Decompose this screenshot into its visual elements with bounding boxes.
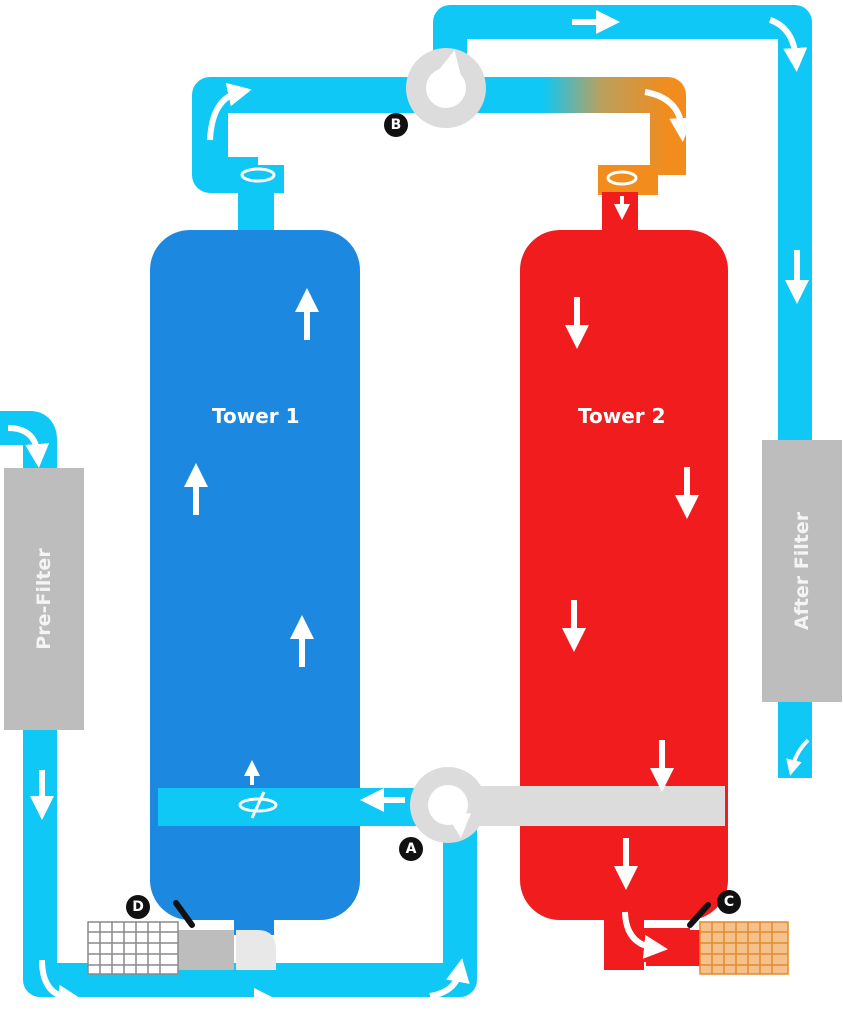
after-filter-label: After Filter (791, 511, 813, 631)
check-valve-icon (238, 797, 278, 813)
marker-b: B (384, 113, 408, 137)
marker-d: D (126, 895, 150, 919)
tower1-top-pipe (192, 77, 440, 230)
after-filter (762, 440, 842, 702)
silencer-d (87, 900, 276, 975)
tower-2-label: Tower 2 (578, 404, 666, 428)
tower-1-label: Tower 1 (212, 404, 300, 428)
flow-arrows (7, 10, 810, 1012)
check-valve-icon (240, 167, 276, 183)
check-valve-icon (606, 170, 638, 186)
inlet-pipe (0, 411, 477, 997)
tower-1 (150, 230, 360, 935)
bottom-manifold (158, 786, 725, 826)
marker-a: A (399, 837, 423, 861)
pre-filter-label: Pre-Filter (33, 548, 55, 650)
marker-c: C (717, 890, 741, 914)
pre-filter (4, 468, 84, 730)
